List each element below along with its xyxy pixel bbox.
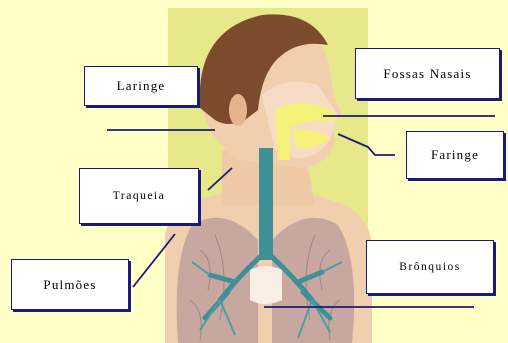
traqueia-label: Traqueia <box>79 168 199 224</box>
pulmoes-label: Pulmões <box>11 259 129 310</box>
left-lung <box>177 218 258 343</box>
right-lung <box>272 218 354 343</box>
fossas-nasais-label: Fossas Nasais <box>355 48 500 99</box>
trachea <box>259 148 273 260</box>
diaphragm <box>250 266 282 304</box>
bronquios-label: Brônquios <box>366 240 494 294</box>
laringe-label: Laringe <box>84 66 198 106</box>
ear <box>229 94 247 126</box>
faringe-label: Faringe <box>406 131 504 179</box>
